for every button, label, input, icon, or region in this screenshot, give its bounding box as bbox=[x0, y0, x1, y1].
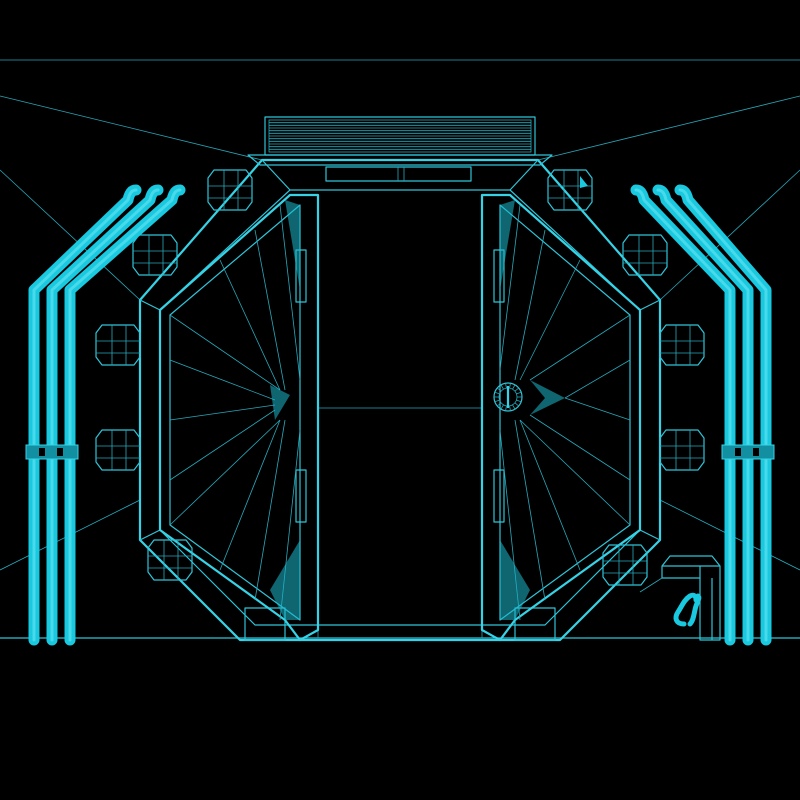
left-door-slot-bottom bbox=[295, 469, 307, 523]
pipe-clamp bbox=[721, 444, 775, 460]
bolt-housing bbox=[147, 539, 193, 581]
left-door-slot-top bbox=[295, 249, 307, 303]
bolt-housing bbox=[95, 324, 141, 366]
door-frame bbox=[138, 154, 662, 642]
door-lock-wheel-icon bbox=[493, 382, 523, 412]
ceiling-vent bbox=[264, 116, 536, 156]
bolt-housing bbox=[622, 234, 668, 276]
bolt-housing bbox=[659, 324, 705, 366]
right-door-slot-bottom bbox=[493, 469, 505, 523]
pipe-clamp bbox=[25, 444, 79, 460]
bolt-housing bbox=[132, 234, 178, 276]
header-light bbox=[325, 166, 472, 182]
bolt-housing bbox=[547, 169, 593, 211]
side-control-box bbox=[639, 555, 721, 641]
bolt-housing bbox=[207, 169, 253, 211]
left-door-panel bbox=[158, 193, 320, 642]
sf-logo-icon bbox=[673, 592, 702, 627]
right-door-panel bbox=[480, 193, 642, 642]
bolt-housing bbox=[602, 544, 648, 586]
frame-bolts bbox=[95, 169, 705, 586]
right-door-slot-top bbox=[493, 249, 505, 303]
wall-pipes bbox=[25, 184, 775, 646]
bolt-housing bbox=[659, 429, 705, 471]
bolt-housing bbox=[95, 429, 141, 471]
